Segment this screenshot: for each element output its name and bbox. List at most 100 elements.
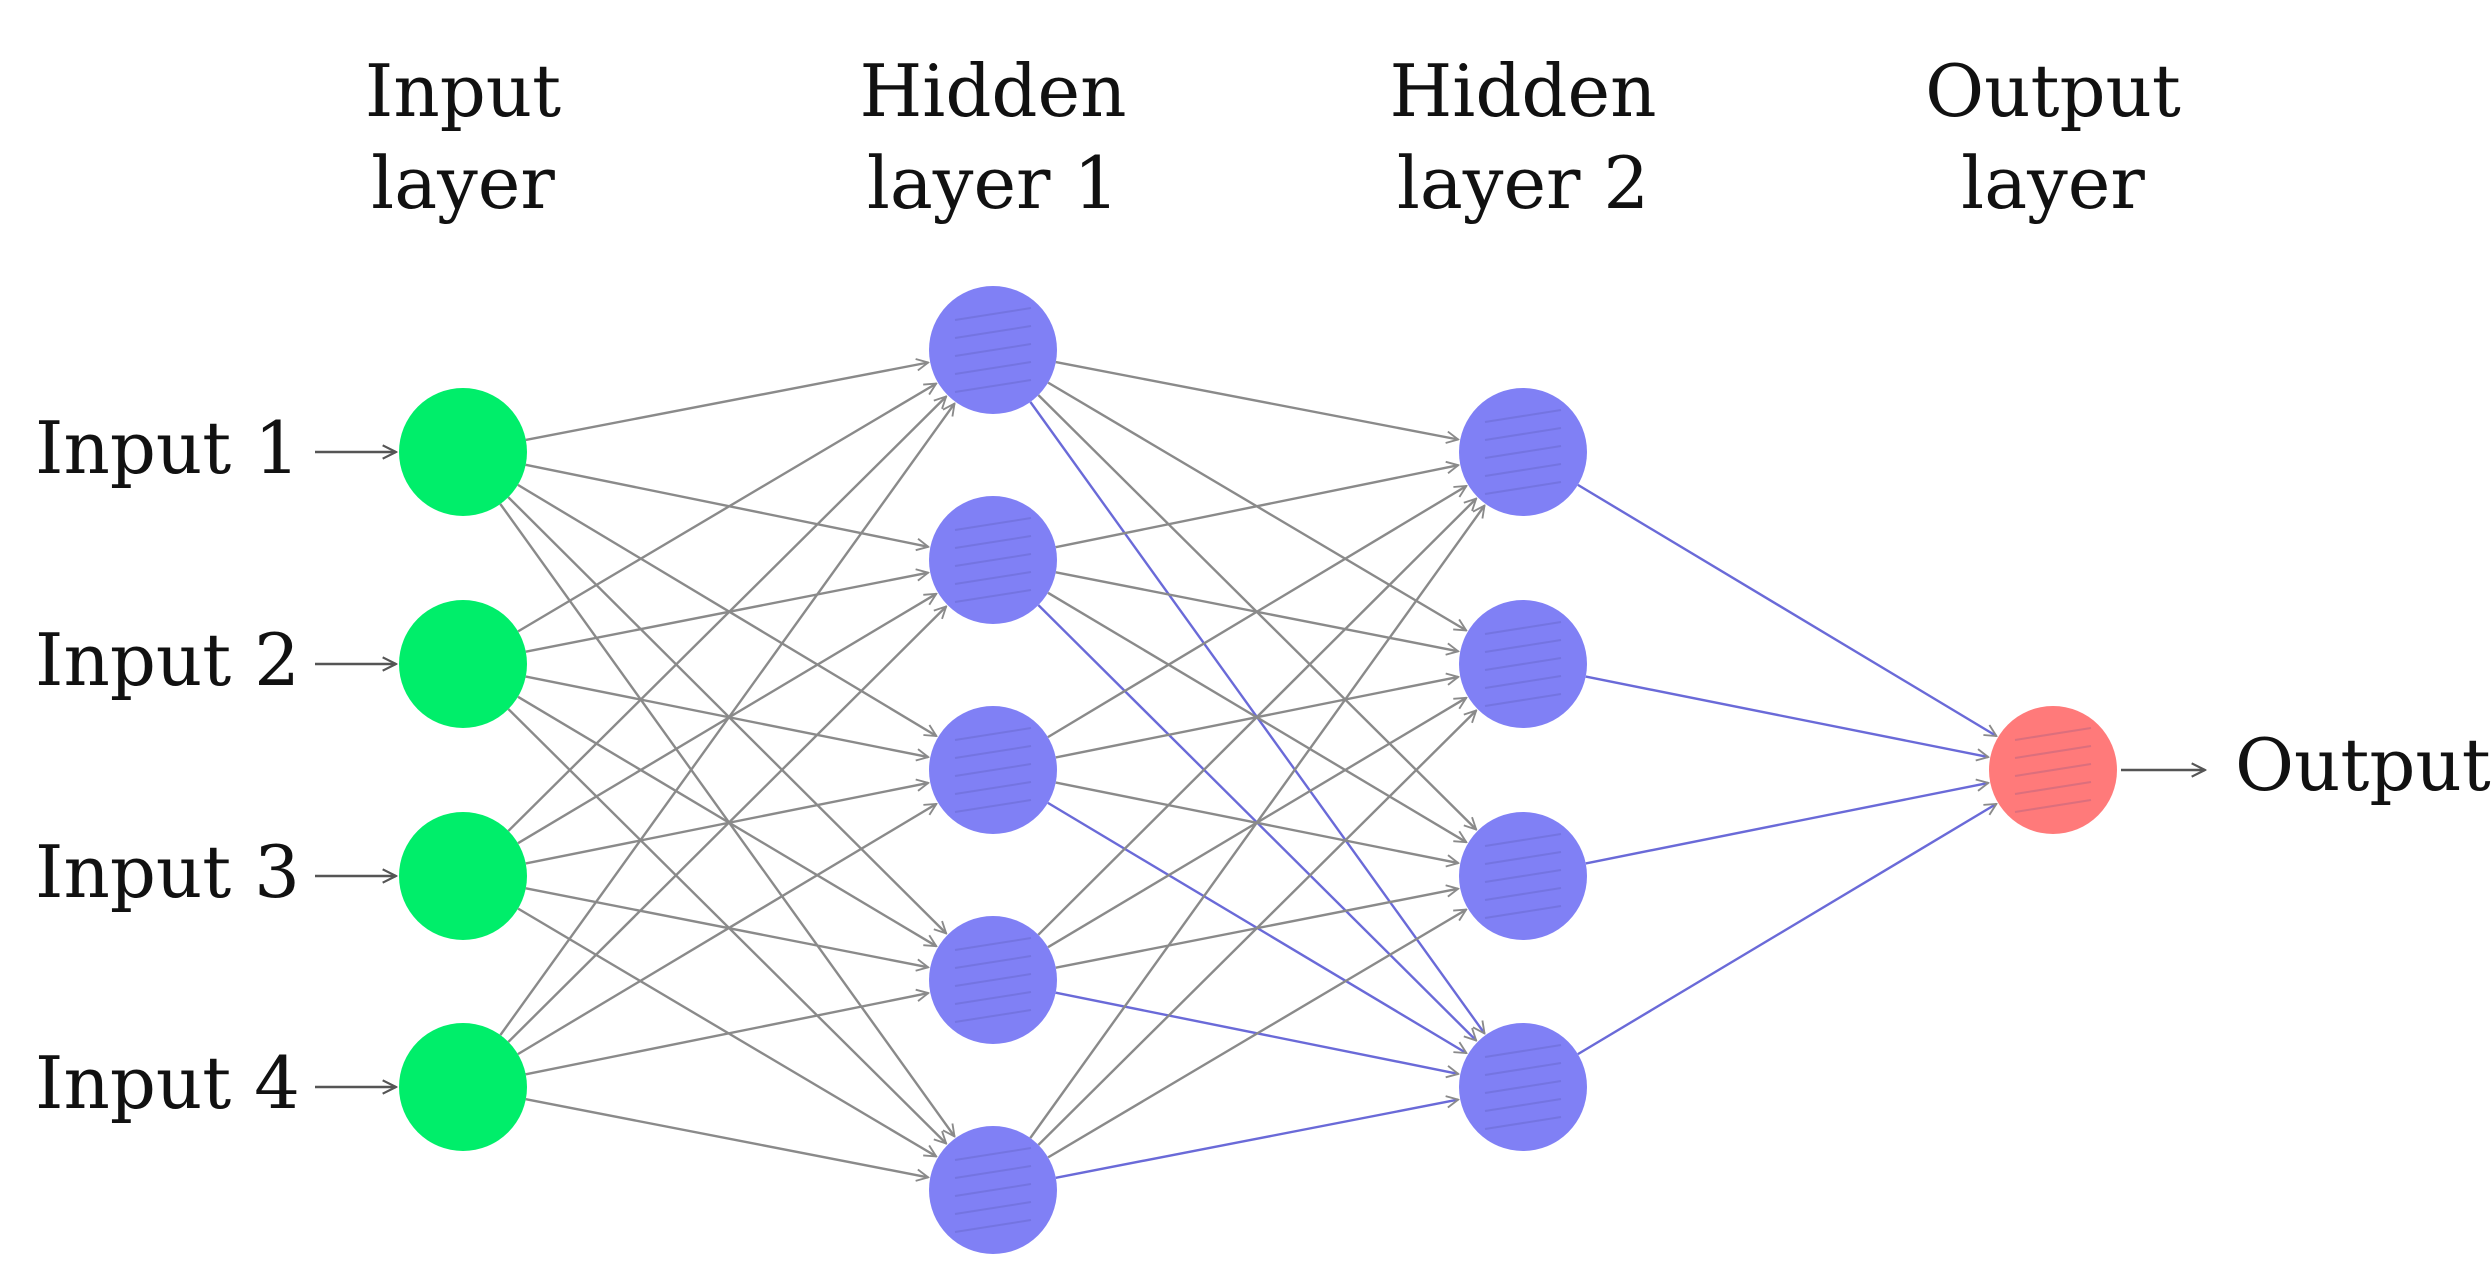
output-node bbox=[1989, 706, 2117, 834]
hidden-2-node bbox=[1459, 1023, 1587, 1151]
connection-edge bbox=[507, 397, 946, 832]
connection-edge bbox=[525, 463, 929, 547]
node-texture bbox=[2014, 727, 2092, 741]
input-label-4: Input 4 bbox=[35, 1041, 300, 1125]
layer-title-line: Hidden bbox=[1389, 49, 1657, 133]
connection-edge bbox=[1047, 910, 1466, 1159]
node-texture bbox=[1484, 621, 1562, 635]
connection-edge bbox=[517, 695, 936, 946]
node-texture bbox=[954, 307, 1032, 321]
node-texture bbox=[954, 745, 1032, 759]
connection-edge bbox=[1055, 1100, 1458, 1179]
node-texture bbox=[1484, 833, 1562, 847]
input-label-2: Input 2 bbox=[35, 618, 300, 702]
node-texture bbox=[954, 1147, 1032, 1161]
node-texture bbox=[954, 799, 1032, 813]
connection-edge bbox=[1585, 675, 1989, 758]
connection-edge bbox=[525, 675, 929, 758]
node-texture bbox=[954, 1201, 1032, 1215]
node-texture bbox=[1484, 1116, 1562, 1130]
node-texture bbox=[1484, 851, 1562, 865]
node-texture bbox=[1484, 1080, 1562, 1094]
connection-edge bbox=[507, 708, 946, 1143]
node-texture bbox=[1484, 1062, 1562, 1076]
input-label-1: Input 1 bbox=[35, 406, 300, 490]
connection-edge bbox=[525, 993, 929, 1076]
node-texture bbox=[1484, 427, 1562, 441]
connection-edge bbox=[507, 607, 946, 1043]
layer-title-output: Output layer bbox=[1863, 45, 2243, 229]
connection-edge bbox=[517, 804, 937, 1056]
node-texture bbox=[1484, 639, 1562, 653]
layer-title-line: layer 2 bbox=[1396, 141, 1650, 225]
node-texture bbox=[954, 379, 1032, 393]
connection-edge bbox=[1585, 783, 1989, 865]
connection-edge bbox=[1577, 804, 1997, 1056]
node-texture bbox=[954, 589, 1032, 603]
layer-title-input: Input layer bbox=[273, 45, 653, 229]
node-texture bbox=[954, 325, 1032, 339]
hidden-2-node bbox=[1459, 600, 1587, 728]
node-texture bbox=[1484, 481, 1562, 495]
layer-title-line: Input bbox=[364, 49, 562, 133]
connection-edge bbox=[499, 404, 954, 1036]
node-texture bbox=[2014, 745, 2092, 759]
node-texture bbox=[954, 763, 1032, 777]
connection-edge bbox=[1047, 486, 1467, 739]
node-texture bbox=[2014, 799, 2092, 813]
node-texture bbox=[2014, 781, 2092, 795]
connection-edge bbox=[1055, 465, 1459, 549]
node-texture bbox=[1484, 1098, 1562, 1112]
node-texture bbox=[954, 1009, 1032, 1023]
output-label: Output bbox=[2235, 723, 2491, 807]
connection-edge bbox=[525, 573, 928, 653]
neuron-nodes bbox=[399, 286, 2117, 1254]
connection-edge bbox=[517, 384, 936, 633]
layer-title-line: layer bbox=[1961, 141, 2145, 225]
hidden-2-node bbox=[1459, 388, 1587, 516]
hidden-1-node bbox=[929, 706, 1057, 834]
node-texture bbox=[1484, 1044, 1562, 1058]
layer-title-line: Hidden bbox=[859, 49, 1127, 133]
input-label-3: Input 3 bbox=[35, 830, 300, 914]
connection-edge bbox=[1577, 483, 1997, 736]
node-texture bbox=[954, 361, 1032, 375]
connection-edge bbox=[1029, 506, 1484, 1139]
connection-edges bbox=[499, 360, 1997, 1179]
node-texture bbox=[1484, 675, 1562, 689]
connection-edge bbox=[1037, 711, 1476, 1146]
connection-edge bbox=[1055, 360, 1458, 439]
node-texture bbox=[1484, 445, 1562, 459]
input-node bbox=[399, 388, 527, 516]
node-texture bbox=[2014, 763, 2092, 777]
node-texture bbox=[954, 781, 1032, 795]
node-texture bbox=[954, 517, 1032, 531]
node-texture bbox=[1484, 693, 1562, 707]
connection-edge bbox=[507, 496, 946, 933]
node-texture bbox=[954, 991, 1032, 1005]
connection-edge bbox=[525, 363, 928, 442]
hidden-1-node bbox=[929, 916, 1057, 1044]
node-texture bbox=[954, 973, 1032, 987]
node-texture bbox=[1484, 869, 1562, 883]
node-texture bbox=[1484, 657, 1562, 671]
input-node bbox=[399, 812, 527, 940]
hidden-1-node bbox=[929, 1126, 1057, 1254]
node-texture bbox=[954, 553, 1032, 567]
connection-edge bbox=[517, 483, 937, 736]
node-texture bbox=[954, 955, 1032, 969]
node-texture bbox=[1484, 409, 1562, 423]
connection-edge bbox=[1037, 499, 1476, 936]
layer-title-line: Output bbox=[1925, 49, 2181, 133]
connection-edge bbox=[525, 1098, 928, 1177]
node-texture bbox=[954, 937, 1032, 951]
node-texture bbox=[954, 535, 1032, 549]
layer-title-line: layer 1 bbox=[866, 141, 1120, 225]
node-texture bbox=[954, 1183, 1032, 1197]
node-texture bbox=[1484, 887, 1562, 901]
input-node bbox=[399, 1023, 527, 1151]
layer-title-hidden-1: Hidden layer 1 bbox=[803, 45, 1183, 229]
node-texture bbox=[954, 343, 1032, 357]
node-texture bbox=[954, 727, 1032, 741]
